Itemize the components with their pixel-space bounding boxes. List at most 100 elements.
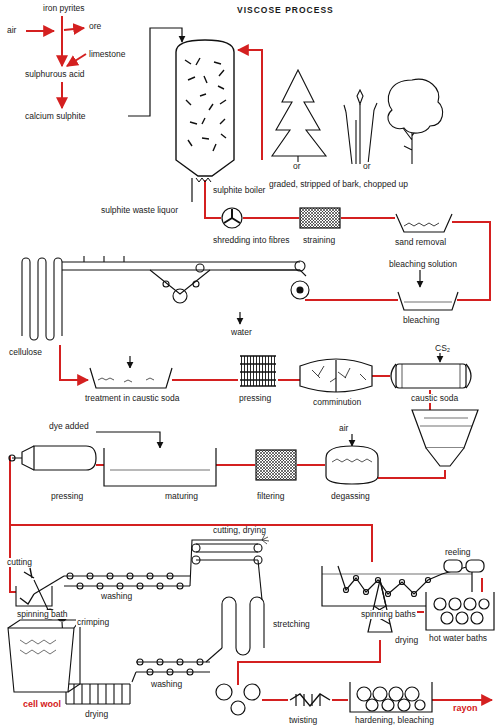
staple-line-part xyxy=(254,544,262,552)
staple-line-part xyxy=(24,568,34,578)
roller-machine-part xyxy=(22,262,62,336)
step-label: drying xyxy=(394,636,419,645)
step-label: crimping xyxy=(76,618,110,627)
step-label: bleaching xyxy=(402,316,440,325)
staple-line-part xyxy=(222,597,264,655)
staple-line-part xyxy=(196,544,258,560)
step-label: sulphurous acid xyxy=(24,70,86,79)
filament-line-part xyxy=(456,612,468,624)
flow-line-part xyxy=(372,375,390,377)
step-label: stretching xyxy=(272,620,311,629)
roller-machine-part xyxy=(22,258,62,340)
viscose-preparation xyxy=(9,446,378,486)
filament-line-part xyxy=(364,590,369,595)
flow-line-part xyxy=(238,50,262,160)
roller-machine-part xyxy=(84,256,124,262)
viscose-preparation-part xyxy=(332,459,372,462)
step-label: limestone xyxy=(88,50,126,59)
filament-line-part xyxy=(441,612,453,624)
step-label: caustic soda xyxy=(410,394,459,403)
filament-line-part xyxy=(479,599,489,609)
alkali-treatment-part xyxy=(90,368,172,388)
step-label: rayon xyxy=(452,704,479,713)
step-label: twisting xyxy=(288,716,318,725)
supply-line-part xyxy=(191,178,192,202)
flow-line-part xyxy=(305,299,398,301)
staple-line-part xyxy=(167,669,173,675)
filament-line-part xyxy=(354,576,359,581)
step-label: washing xyxy=(100,592,133,601)
staple-line-part xyxy=(34,580,50,614)
pulp-preparation-part xyxy=(222,208,242,228)
filament-line-part xyxy=(412,592,417,597)
staple-line-part xyxy=(177,583,183,589)
filament-line-part xyxy=(471,612,483,624)
alkali-treatment-part xyxy=(396,364,466,388)
step-label: sulphite boiler xyxy=(212,186,266,195)
step-label: calcium sulphite xyxy=(24,112,86,121)
filament-line-part xyxy=(415,700,425,710)
staple-line-part xyxy=(20,640,56,654)
supply-line-part xyxy=(239,312,240,324)
step-label: bleaching solution xyxy=(388,260,458,269)
filament-line-part xyxy=(357,687,371,701)
step-label: air xyxy=(338,424,349,433)
filament-line-part xyxy=(244,684,260,700)
flow-line-part xyxy=(96,464,104,466)
staple-line-part xyxy=(222,604,264,648)
step-label: drying xyxy=(84,710,109,719)
viscose-preparation-part xyxy=(104,448,216,486)
alkali-treatment-part xyxy=(426,448,464,466)
step-label: CS₂ xyxy=(434,344,451,353)
alkali-treatment-part xyxy=(312,366,366,382)
filament-line-part xyxy=(464,598,476,610)
staple-line-part xyxy=(192,556,200,564)
alkali-treatment-part xyxy=(240,356,276,386)
step-label: washing xyxy=(150,680,183,689)
filament-line-part xyxy=(290,694,330,706)
flow-line-part xyxy=(61,82,63,108)
diagram-title: VISCOSE PROCESS xyxy=(236,6,335,15)
sulphite-boiler-part xyxy=(185,58,226,151)
sulphite-boiler-part xyxy=(176,40,234,176)
flow-line-part xyxy=(378,470,445,478)
pulp-preparation-part xyxy=(404,223,439,226)
filament-line-part xyxy=(368,580,392,632)
staple-line-part xyxy=(197,659,203,665)
staple-line-part xyxy=(157,659,163,665)
roller-machine-part xyxy=(173,289,187,303)
flow-line-part xyxy=(262,699,288,701)
flow-line-part xyxy=(481,578,483,592)
trees-part xyxy=(344,90,377,112)
staple-line-part xyxy=(67,573,73,579)
filament-line-part xyxy=(466,560,484,572)
trees-part xyxy=(272,70,326,156)
flow-line-part xyxy=(64,28,84,30)
alkali-treatment-part xyxy=(412,410,478,448)
step-label: cellulose xyxy=(8,348,43,357)
staple-line-part xyxy=(137,583,143,589)
flow-line-part xyxy=(26,30,54,32)
step-label: water xyxy=(230,328,253,337)
step-label: iron pyrites xyxy=(42,4,86,13)
supply-line-part xyxy=(129,356,130,368)
pulp-preparation-part xyxy=(300,208,340,228)
alkali-treatment-part xyxy=(300,359,372,392)
filament-line-part xyxy=(231,701,245,715)
filament-line-part xyxy=(373,687,387,701)
step-label: shredding into fibres xyxy=(212,236,291,245)
staple-line-part xyxy=(187,669,193,675)
filament-line-part xyxy=(216,684,232,700)
staple-line-part xyxy=(132,672,136,682)
viscose-preparation-part xyxy=(9,455,15,461)
pulp-preparation-part xyxy=(404,302,452,303)
filament-line-part xyxy=(322,574,472,575)
step-label: degassing xyxy=(330,492,371,501)
step-label: sand removal xyxy=(394,238,447,247)
viscose-preparation-part xyxy=(110,470,210,471)
staple-line-part xyxy=(20,594,34,604)
filament-line-part xyxy=(426,592,494,630)
filament-line-part xyxy=(350,682,432,712)
flow-line-part xyxy=(243,217,299,219)
